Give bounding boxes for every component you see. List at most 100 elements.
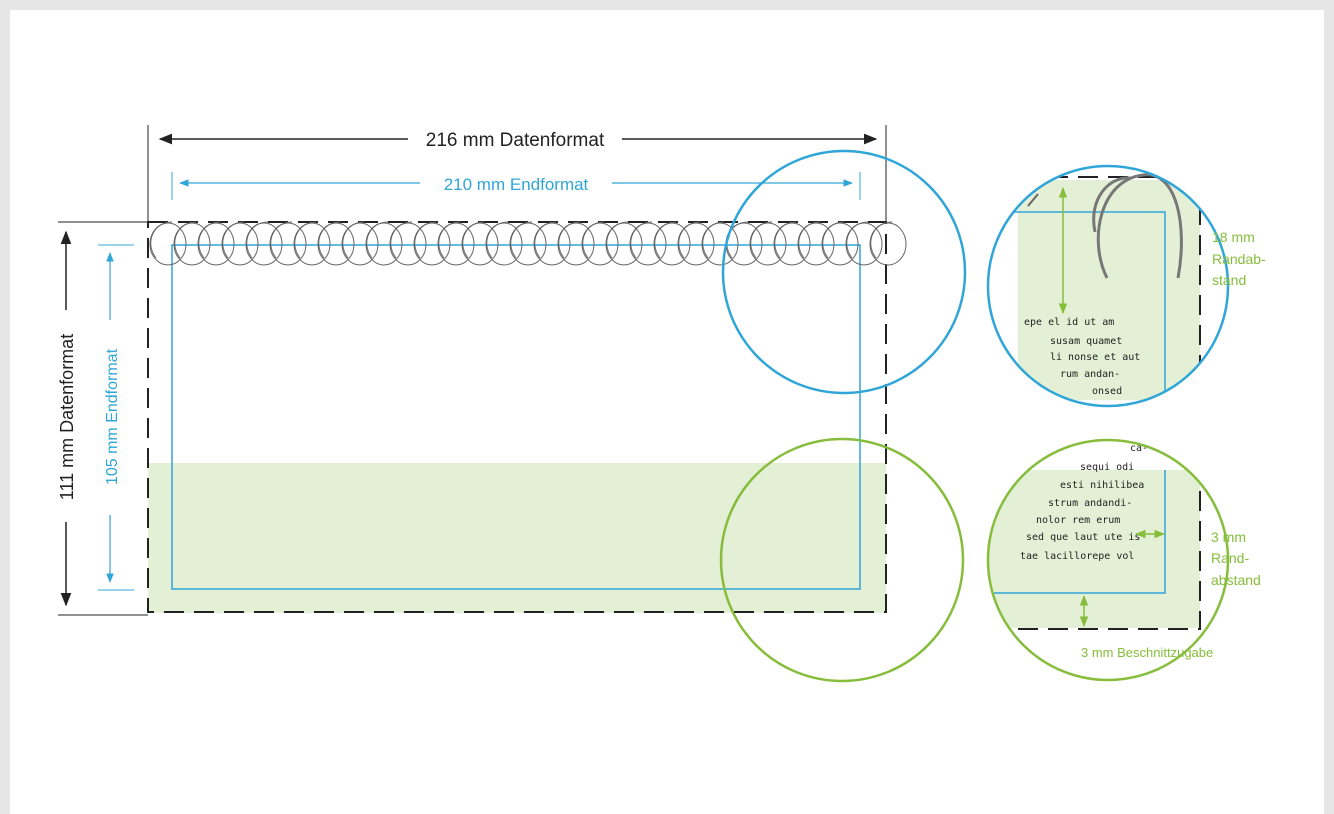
margin-top-line-2: Randab- xyxy=(1212,251,1266,267)
coil-ring xyxy=(461,222,499,266)
margin-top-line-3: stand xyxy=(1212,272,1246,288)
sample-text-bottom-0: ca- xyxy=(1130,443,1148,454)
margin-top-line-1: 18 mm xyxy=(1212,229,1255,245)
coil-ring xyxy=(365,222,403,266)
card-group xyxy=(147,221,907,613)
coil-large xyxy=(1096,173,1183,279)
coil-ring xyxy=(509,222,547,266)
coil-ring xyxy=(653,222,691,266)
sample-text-top-2: li nonse et aut xyxy=(1050,352,1140,363)
coil-back-arc xyxy=(438,221,461,259)
coil-back-arc xyxy=(486,221,509,259)
margin-side-line-1: 3 mm xyxy=(1211,529,1246,545)
sample-text-bottom-2: esti nihilibea xyxy=(1060,480,1144,491)
coil-ring xyxy=(581,222,619,266)
zoom-marker-top xyxy=(721,149,967,395)
coil-ring xyxy=(245,222,283,266)
margin-side-line-3: abstand xyxy=(1211,572,1261,588)
coil-back-arc xyxy=(318,221,341,259)
coil-ring xyxy=(173,222,211,266)
coil-ring xyxy=(533,222,571,266)
sample-text-bottom-1: sequi odi xyxy=(1080,462,1134,473)
coil-back-arc xyxy=(606,221,629,259)
coil-back-arc xyxy=(654,221,677,259)
coil-back-arc xyxy=(222,221,245,259)
final-width-label: 210 mm Endformat xyxy=(444,175,589,194)
coil-back-arc xyxy=(174,221,197,259)
coil-back-arc xyxy=(342,221,365,259)
detail-top: epe el id ut am susam quamet li nonse et… xyxy=(986,164,1270,408)
coil-back-arc xyxy=(462,221,485,259)
coil-back-arc xyxy=(510,221,533,259)
coil-back-arc xyxy=(294,221,317,259)
coil-ring xyxy=(821,222,859,266)
coil-ring xyxy=(293,222,331,266)
zoom-marker-bottom xyxy=(719,437,965,683)
coil-back-arc xyxy=(750,221,773,259)
coil-ring xyxy=(413,222,451,266)
coil-ring xyxy=(221,222,259,266)
final-format-outline xyxy=(171,244,861,590)
coil-ring xyxy=(797,222,835,266)
coil-back-arc xyxy=(870,221,893,259)
coil-back-arc xyxy=(822,221,845,259)
coil-ring xyxy=(605,222,643,266)
coil-ring xyxy=(341,222,379,266)
coil-ring xyxy=(389,222,427,266)
coil-ring xyxy=(773,222,811,266)
coil-back-arc xyxy=(582,221,605,259)
print-format-diagram: 216 mm Datenformat 210 mm Endformat 111 … xyxy=(57,125,1270,683)
sample-text-bottom-4: nolor rem erum xyxy=(1036,515,1120,526)
final-height-label: 105 mm Endformat xyxy=(104,348,121,485)
coil-ring xyxy=(437,222,475,266)
sample-text-bottom-6: tae lacillorepe vol xyxy=(1020,551,1134,562)
coil-ring xyxy=(677,222,715,266)
coil-back-arc xyxy=(270,221,293,259)
coil-ring xyxy=(317,222,355,266)
sample-text-bottom-5: sed que laut ute is xyxy=(1026,532,1140,543)
sample-text-top-4: onsed xyxy=(1092,386,1122,397)
coil-back-arc xyxy=(198,221,221,259)
coil-back-arc xyxy=(774,221,797,259)
coil-ring xyxy=(197,222,235,266)
coil-back xyxy=(1092,176,1131,233)
sample-text-top-0: epe el id ut am xyxy=(1024,317,1114,328)
coil-back-arc xyxy=(150,221,173,259)
coil-ring xyxy=(869,222,907,266)
coil-ring xyxy=(701,222,739,266)
coil-ring xyxy=(149,222,187,266)
coil-back-arc xyxy=(390,221,413,259)
coil-back-arc xyxy=(534,221,557,259)
coil-ring xyxy=(749,222,787,266)
coil-back-arc xyxy=(366,221,389,259)
sample-text-bottom-3: strum andandi- xyxy=(1048,498,1132,509)
coil-back-arc xyxy=(558,221,581,259)
coil-back-arc xyxy=(414,221,437,259)
bleed-label: 3 mm Beschnittzugabe xyxy=(1081,645,1213,660)
green-text-area xyxy=(148,463,886,613)
spiral-binding xyxy=(149,221,907,266)
data-height-label: 111 mm Datenformat xyxy=(57,334,77,500)
coil-ring xyxy=(629,222,667,266)
margin-side-label: 3 mm Rand- abstand xyxy=(1211,529,1261,588)
width-dimensions: 216 mm Datenformat 210 mm Endformat xyxy=(147,125,887,222)
data-format-outline xyxy=(147,221,887,613)
coil-ring xyxy=(485,222,523,266)
detail-circle-top xyxy=(986,164,1230,408)
sample-text-top-1: susam quamet xyxy=(1050,336,1122,347)
margin-side-line-2: Rand- xyxy=(1211,550,1249,566)
sample-text-top-3: rum andan- xyxy=(1060,369,1120,380)
coil-back-arc xyxy=(846,221,869,259)
coil-ring xyxy=(269,222,307,266)
coil-back-arc xyxy=(630,221,653,259)
diagram-frame: 216 mm Datenformat 210 mm Endformat 111 … xyxy=(10,10,1324,814)
detail-circle-bottom xyxy=(986,438,1230,682)
coil-ring xyxy=(557,222,595,266)
margin-top-label: 18 mm Randab- stand xyxy=(1212,229,1270,288)
coil-back-arc xyxy=(798,221,821,259)
coil-back-arc xyxy=(678,221,701,259)
coil-ring xyxy=(845,222,883,266)
data-width-label: 216 mm Datenformat xyxy=(426,130,605,151)
height-dimensions: 111 mm Datenformat 105 mm Endformat xyxy=(57,221,148,616)
coil-back-arc xyxy=(246,221,269,259)
